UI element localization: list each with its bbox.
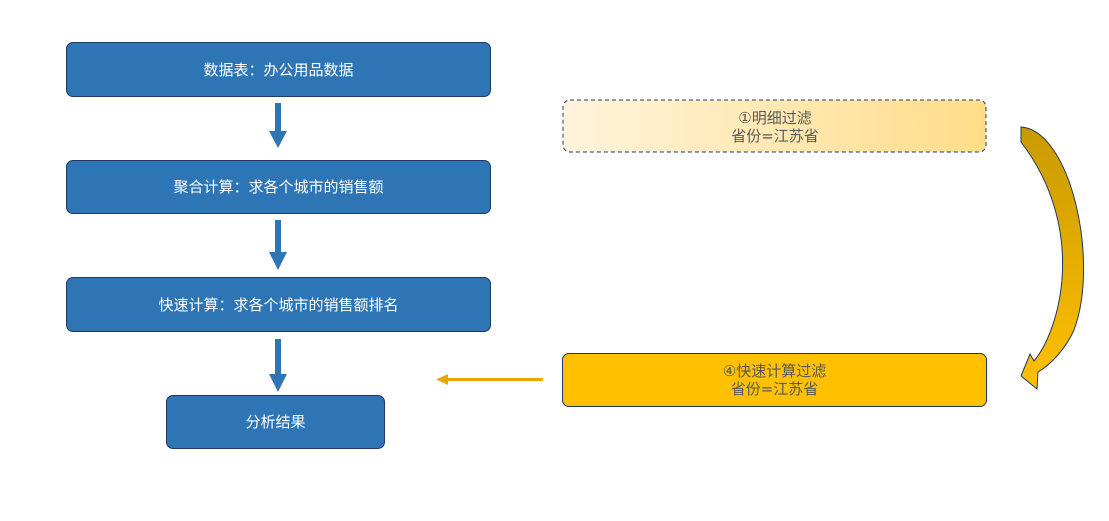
node-label: 快速计算：求各个城市的销售额排名 (158, 295, 399, 314)
result-node: 分析结果 (166, 395, 385, 449)
node-label: 数据表：办公用品数据 (203, 60, 354, 79)
filter-condition: 省份=江苏省 (730, 380, 819, 398)
filter-condition: 省份=江苏省 (731, 126, 819, 145)
quick-calc-node: 快速计算：求各个城市的销售额排名 (66, 277, 491, 332)
node-label: 聚合计算：求各个城市的销售额 (173, 178, 384, 196)
filter-title: ①明细过滤 (738, 108, 812, 127)
detail-filter-bg (562, 99, 987, 153)
node-label: 分析结果 (245, 413, 306, 431)
quick-calc-filter-node: ④快速计算过滤 省份=江苏省 (562, 353, 987, 407)
data-table-node: 数据表：办公用品数据 (66, 42, 491, 97)
left-arrow (436, 374, 543, 385)
filter-title: ④快速计算过滤 (722, 362, 827, 380)
curved-arrow (1020, 126, 1085, 391)
detail-filter-node: ①明细过滤 省份=江苏省 (563, 100, 987, 153)
aggregate-node: 聚合计算：求各个城市的销售额 (66, 160, 491, 214)
down-arrows (269, 103, 287, 392)
